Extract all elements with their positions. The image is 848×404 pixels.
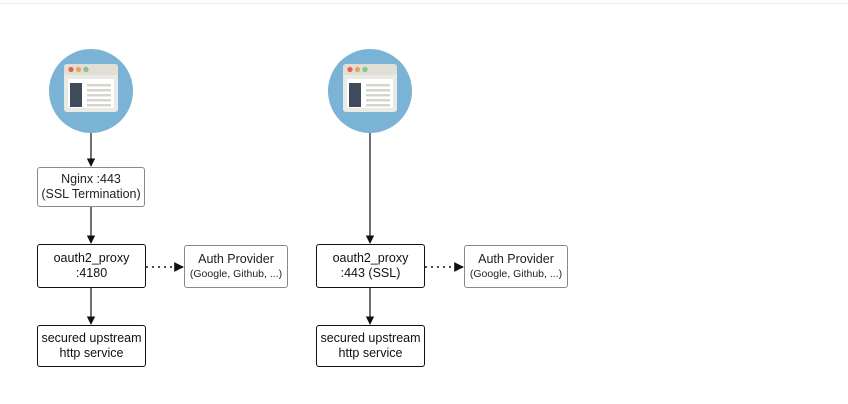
upstream-label-line2: http service: [59, 346, 124, 360]
auth-provider-node: Auth Provider (Google, Github, ...): [184, 245, 288, 288]
proxy-port-label: :4180: [75, 266, 108, 280]
proxy-port-label: :443 (SSL): [340, 266, 401, 280]
proxy-name-label: oauth2_proxy: [332, 251, 409, 265]
upstream-label-line2: http service: [338, 346, 403, 360]
proxy-name-label: oauth2_proxy: [53, 251, 130, 265]
auth-provider-title: Auth Provider: [478, 251, 554, 266]
upstream-service-node: secured upstream http service: [37, 325, 146, 367]
upstream-label-line1: secured upstream: [320, 331, 421, 345]
oauth2-proxy-node: oauth2_proxy :4180: [37, 244, 146, 288]
upstream-service-node: secured upstream http service: [316, 325, 425, 367]
auth-provider-node: Auth Provider (Google, Github, ...): [464, 245, 568, 288]
auth-provider-examples: (Google, Github, ...): [469, 267, 563, 280]
nginx-port-label: Nginx :443: [61, 172, 121, 186]
nginx-role-label: (SSL Termination): [41, 187, 141, 201]
auth-provider-examples: (Google, Github, ...): [189, 267, 283, 280]
oauth2-proxy-node: oauth2_proxy :443 (SSL): [316, 244, 425, 288]
nginx-node: Nginx :443 (SSL Termination): [37, 167, 145, 207]
auth-provider-title: Auth Provider: [198, 251, 274, 266]
upstream-label-line1: secured upstream: [41, 331, 142, 345]
browser-window-icon: [49, 49, 133, 133]
top-divider: [0, 3, 848, 4]
browser-window-icon: [328, 49, 412, 133]
